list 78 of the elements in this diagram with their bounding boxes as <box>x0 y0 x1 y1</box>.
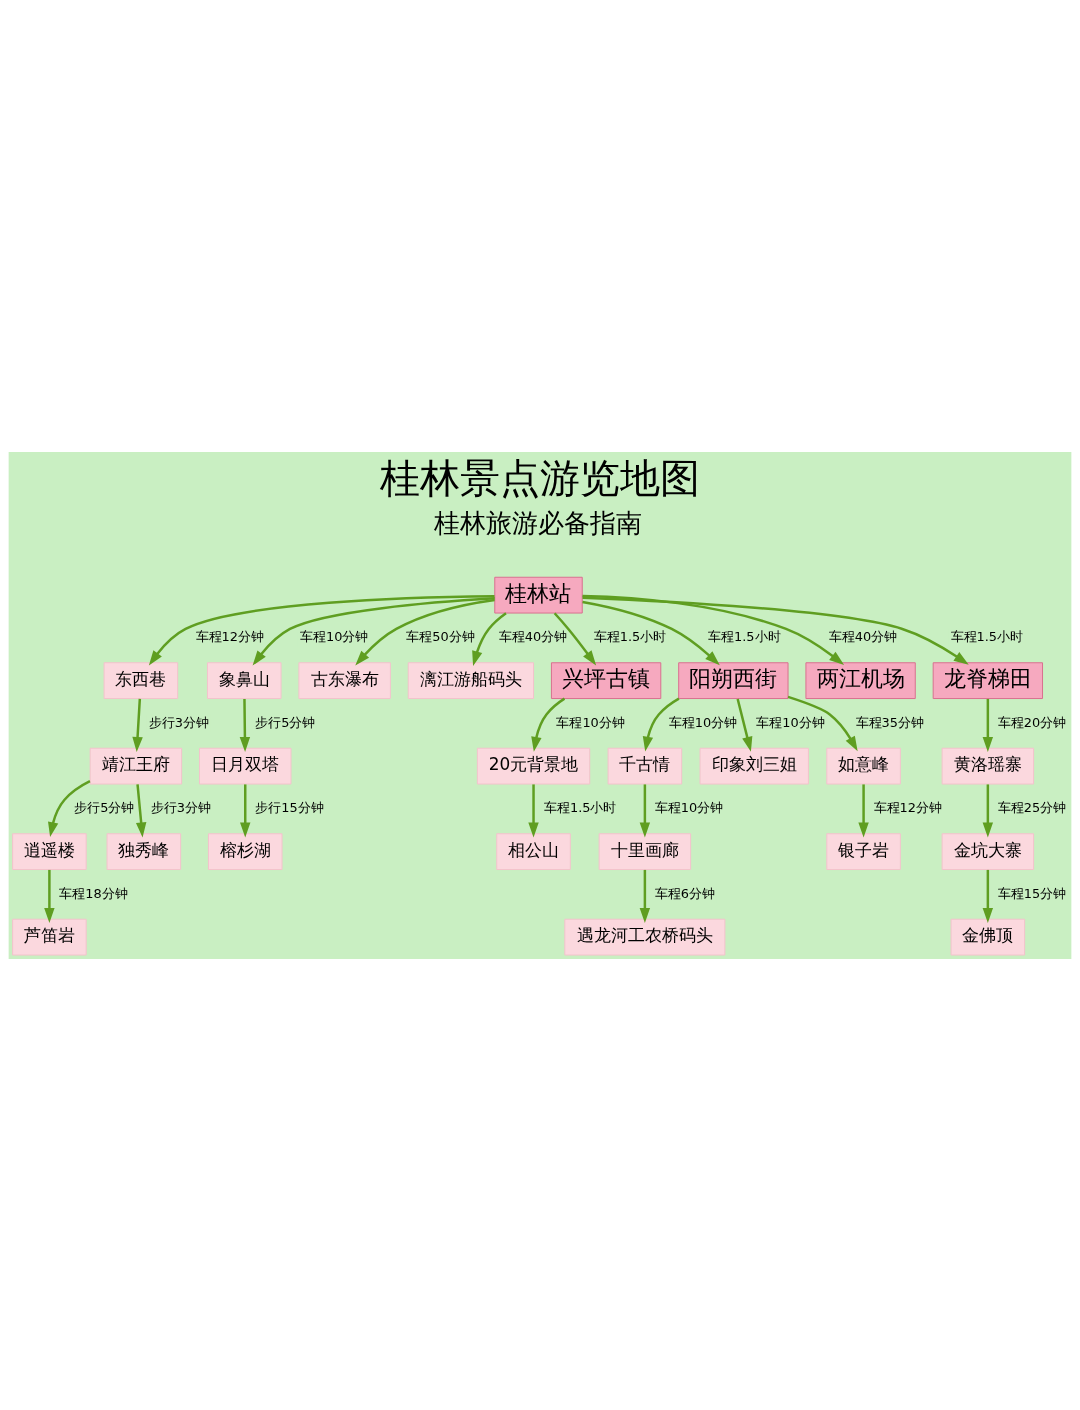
arrow <box>642 697 680 752</box>
edge-label: 车程35分钟 <box>855 714 925 730</box>
node-box: 榕杉湖 <box>207 832 283 870</box>
edge-label: 步行3分钟 <box>150 799 212 815</box>
node-box: 漓江游船码头 <box>407 661 535 699</box>
node-box: 兴坪古镇 <box>550 661 662 699</box>
node-box: 日月双塔 <box>199 747 292 785</box>
arrow <box>44 869 55 923</box>
arrow <box>582 595 969 665</box>
edge-label: 车程1.5小时 <box>950 628 1024 644</box>
node-box: 如意峰 <box>826 747 901 785</box>
node-box: 桂林站 <box>494 576 583 614</box>
arrow <box>132 698 143 752</box>
arrow <box>582 600 720 665</box>
edge-label: 车程10分钟 <box>668 714 738 730</box>
arrow <box>135 783 147 837</box>
node-box: 两江机场 <box>805 661 916 699</box>
diagram-title: 桂林景点游览地图 <box>380 454 700 501</box>
node-box: 东西巷 <box>103 661 179 699</box>
node-box: 金坑大寨 <box>941 832 1035 870</box>
arrow <box>787 695 858 751</box>
arrow <box>982 783 994 837</box>
arrow <box>148 594 495 665</box>
node-box: 龙脊梯田 <box>932 661 1044 699</box>
node-box: 印象刘三姐 <box>699 747 809 785</box>
arrow <box>472 611 507 666</box>
edge-label: 车程40分钟 <box>828 628 898 644</box>
node-box: 逍遥楼 <box>12 832 87 870</box>
arrow <box>48 779 91 837</box>
edge-label: 车程15分钟 <box>997 885 1067 901</box>
node-box: 银子岩 <box>826 832 901 870</box>
edge-label: 车程1.5小时 <box>708 628 781 644</box>
node-box: 20元背景地 <box>476 747 591 785</box>
arrow <box>736 698 753 752</box>
arrow <box>639 783 651 837</box>
edge-label: 车程12分钟 <box>873 799 942 815</box>
edge-label: 步行5分钟 <box>255 714 316 730</box>
edge-label: 车程6分钟 <box>654 885 716 901</box>
arrow <box>639 869 651 923</box>
arrow <box>528 783 539 837</box>
edge-label: 车程25分钟 <box>997 799 1067 815</box>
edge-label: 车程10分钟 <box>756 714 825 730</box>
arrow <box>582 594 845 665</box>
edge-label: 车程12分钟 <box>195 628 264 644</box>
arrow <box>239 698 251 752</box>
node-box: 相公山 <box>496 832 571 870</box>
node-box: 独秀峰 <box>106 832 182 870</box>
edge-label: 车程10分钟 <box>556 714 625 730</box>
edge-label: 车程18分钟 <box>59 885 128 901</box>
arrow <box>982 698 994 752</box>
edge-label: 车程1.5小时 <box>593 628 667 644</box>
node-box: 阳朔西街 <box>678 661 789 699</box>
edge-label: 步行3分钟 <box>148 714 210 730</box>
arrow <box>982 869 994 923</box>
node-box: 黄洛瑶寨 <box>941 747 1035 785</box>
edge-label: 车程10分钟 <box>299 628 369 644</box>
arrow <box>252 596 495 666</box>
node-box: 芦笛岩 <box>12 918 87 955</box>
edge-label: 车程10分钟 <box>654 799 724 815</box>
node-box: 遇龙河工农桥码头 <box>564 918 726 955</box>
node-box: 金佛顶 <box>950 918 1026 955</box>
edge-label: 车程20分钟 <box>997 714 1067 730</box>
arrow <box>858 783 869 837</box>
node-box: 千古情 <box>607 747 683 785</box>
arrow <box>553 611 597 665</box>
edge-label: 步行15分钟 <box>255 799 324 815</box>
node-box: 象鼻山 <box>206 661 282 699</box>
edge-label: 步行5分钟 <box>74 799 135 815</box>
node-box: 靖江王府 <box>89 747 183 785</box>
arrow <box>531 697 566 752</box>
edge-label: 车程50分钟 <box>406 628 475 644</box>
node-box: 古东瀑布 <box>298 661 391 699</box>
edge-label: 车程1.5小时 <box>543 799 617 815</box>
node-box: 十里画廊 <box>598 832 692 870</box>
arrow <box>240 783 251 837</box>
edge-label: 车程40分钟 <box>498 628 568 644</box>
arrow <box>355 598 495 665</box>
label: 桂林旅游必备指南 <box>434 507 643 538</box>
